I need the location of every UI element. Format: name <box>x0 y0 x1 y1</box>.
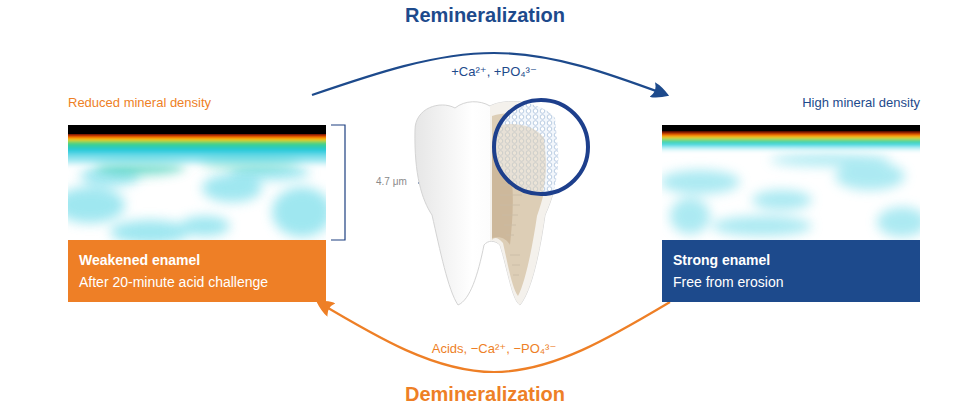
ion-label: Acids, −Ca²⁺, −PO₄³⁻ <box>432 341 557 356</box>
micrograph-weakened <box>68 125 326 240</box>
caption-text: After 20-minute acid challenge <box>79 271 315 293</box>
cycle-arrow <box>312 53 667 95</box>
panel-heading: High mineral density <box>662 95 920 111</box>
cycle-arrow <box>318 302 670 372</box>
caption-box: Strong enamelFree from erosion <box>662 240 920 302</box>
cycle-title: Remineralization <box>405 4 565 27</box>
tooth-illustration <box>415 96 600 305</box>
dimension-label: 4.7 μm <box>376 176 407 187</box>
panel-heading: Reduced mineral density <box>68 95 326 111</box>
magnifier-circle <box>494 100 588 194</box>
micrograph-strong <box>662 125 920 240</box>
caption-text: Free from erosion <box>673 271 909 293</box>
caption-title: Weakened enamel <box>79 249 315 271</box>
image-panel: High mineral densityStrong enamelFree fr… <box>662 95 920 302</box>
image-panel: Reduced mineral densityWeakened enamelAf… <box>68 95 326 302</box>
dimension-bracket <box>331 125 345 240</box>
ion-label: +Ca²⁺, +PO₄³⁻ <box>451 64 537 79</box>
caption-box: Weakened enamelAfter 20-minute acid chal… <box>68 240 326 302</box>
caption-title: Strong enamel <box>673 249 909 271</box>
cycle-title: Demineralization <box>405 383 565 406</box>
